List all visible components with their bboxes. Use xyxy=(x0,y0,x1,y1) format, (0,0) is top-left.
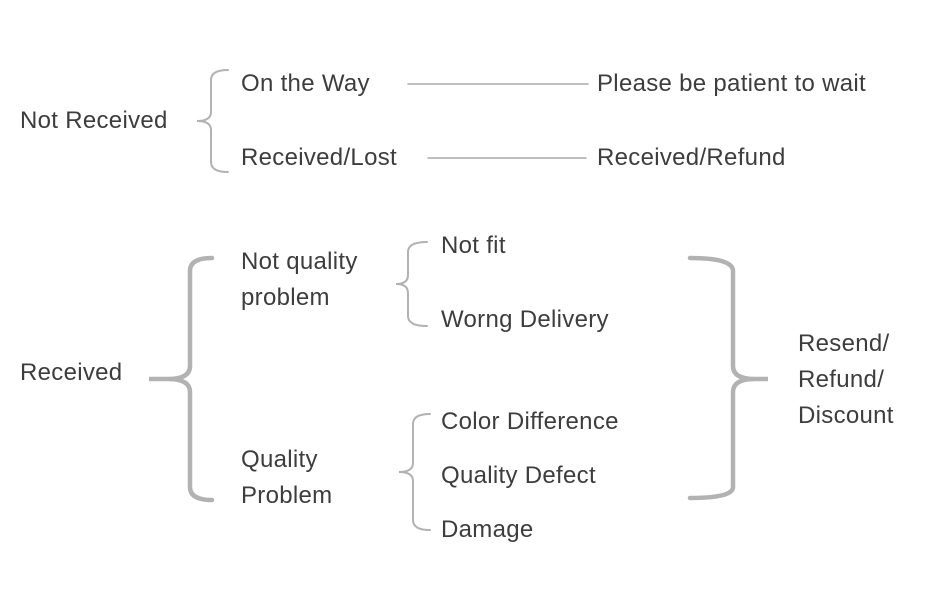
node-outcome-line-1: Resend/ xyxy=(798,330,890,357)
node-not-quality-problem: Not quality problem xyxy=(241,244,358,316)
node-damage: Damage xyxy=(441,516,534,543)
node-received: Received xyxy=(20,359,123,386)
brace-outcome xyxy=(687,255,768,501)
node-quality-problem-line-1: Quality xyxy=(241,446,318,473)
node-received-refund: Received/Refund xyxy=(597,144,786,171)
node-wrong-delivery: Worng Delivery xyxy=(441,306,609,333)
node-resend-refund-discount: Resend/ Refund/ Discount xyxy=(798,326,894,434)
node-outcome-line-3: Discount xyxy=(798,402,894,429)
brace-quality-problem xyxy=(398,413,431,531)
node-not-quality-problem-line-1: Not quality xyxy=(241,248,358,275)
node-not-fit: Not fit xyxy=(441,232,506,259)
node-received-lost: Received/Lost xyxy=(241,144,397,171)
node-not-quality-problem-line-2: problem xyxy=(241,284,330,311)
node-quality-problem: Quality Problem xyxy=(241,442,332,514)
brace-received xyxy=(149,255,215,503)
brace-not-received xyxy=(196,69,229,173)
brace-not-quality-problem xyxy=(395,241,428,327)
node-color-difference: Color Difference xyxy=(441,408,619,435)
node-please-be-patient: Please be patient to wait xyxy=(597,70,867,97)
node-quality-defect: Quality Defect xyxy=(441,462,596,489)
node-not-received: Not Received xyxy=(20,107,168,134)
node-on-the-way: On the Way xyxy=(241,70,370,97)
node-outcome-line-2: Refund/ xyxy=(798,366,885,393)
node-quality-problem-line-2: Problem xyxy=(241,482,333,509)
